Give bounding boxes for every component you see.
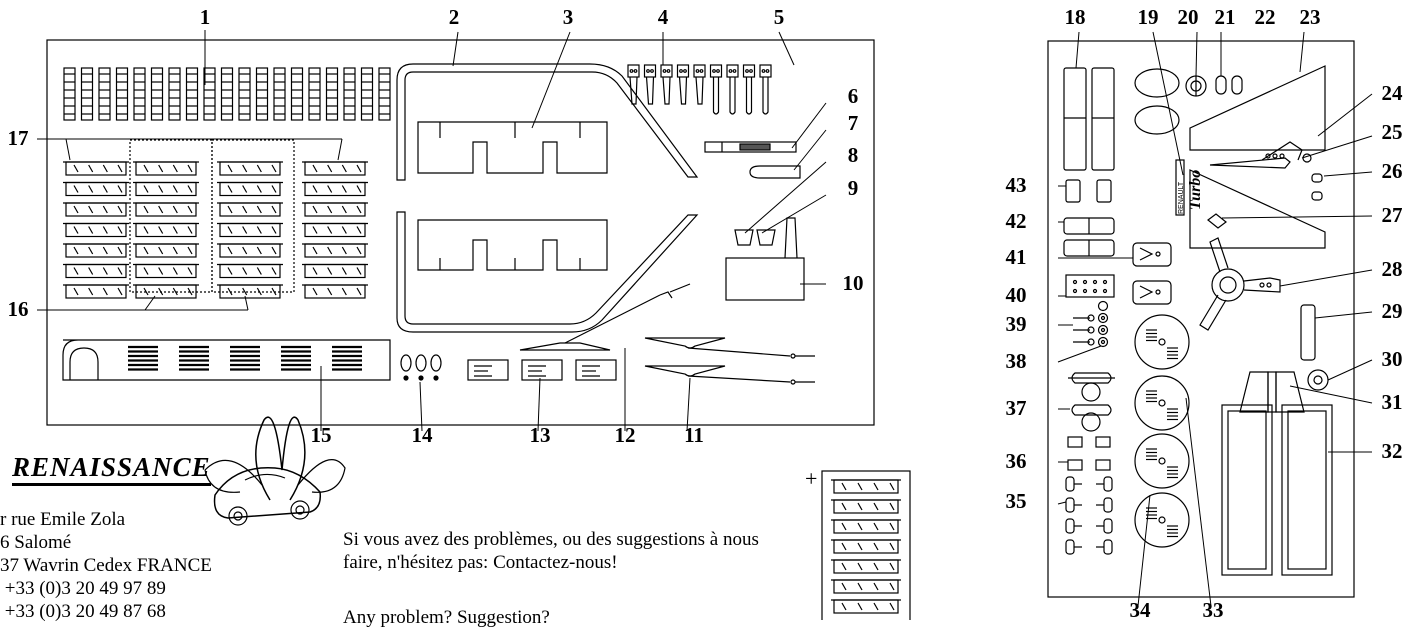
callout-13: 13 xyxy=(530,423,551,447)
callout-9: 9 xyxy=(848,176,859,200)
callout-24: 24 xyxy=(1382,81,1404,105)
callout-32: 32 xyxy=(1382,439,1403,463)
brand-name: RENAISSANCE xyxy=(12,452,211,486)
renaissance-logo xyxy=(204,416,346,526)
part-20-oval-b xyxy=(1134,105,1180,135)
callout-17: 17 xyxy=(8,126,29,150)
part-42-tabs xyxy=(1063,217,1115,257)
detail-strip-box: + xyxy=(805,466,911,620)
part-16-dotted-group-b xyxy=(211,139,295,293)
left-fret-sheet xyxy=(46,39,875,426)
part-43-tabs xyxy=(1065,179,1112,203)
callout-36: 36 xyxy=(1006,449,1027,473)
callout-5: 5 xyxy=(774,5,785,29)
part-26-pins xyxy=(1311,173,1323,201)
callout-21: 21 xyxy=(1215,5,1236,29)
callout-6: 6 xyxy=(848,84,859,108)
callout-leaders xyxy=(37,30,1373,607)
part-8-tab xyxy=(734,229,754,246)
part-19-badges: RENAULT Turbo xyxy=(1175,159,1204,216)
callout-31: 31 xyxy=(1382,390,1403,414)
part-17-ladder-panels xyxy=(63,161,368,299)
part-7-loop xyxy=(749,165,801,179)
part-40-plate xyxy=(1065,274,1115,298)
callout-26: 26 xyxy=(1382,159,1403,183)
part-32-panels xyxy=(1221,404,1333,576)
part-24-lever xyxy=(1209,141,1312,169)
part-37-brackets xyxy=(1068,372,1115,432)
part-13-plates xyxy=(467,359,617,381)
callout-30: 30 xyxy=(1382,347,1403,371)
part-4-5-hinges xyxy=(627,64,772,115)
callout-40: 40 xyxy=(1006,283,1027,307)
part-41-clips xyxy=(1132,242,1172,305)
callout-2: 2 xyxy=(449,5,460,29)
part-23-wedge xyxy=(1189,65,1326,151)
part-33-34-discs xyxy=(1134,314,1190,548)
callout-11: 11 xyxy=(684,423,704,447)
callout-1: 1 xyxy=(200,5,211,29)
part-23-wedge-lower xyxy=(1189,169,1326,249)
callout-25: 25 xyxy=(1382,120,1403,144)
callout-12: 12 xyxy=(615,423,636,447)
part-9-tab xyxy=(756,229,776,246)
badge-renault-text: RENAULT xyxy=(1178,181,1185,214)
part-38-39-knobs xyxy=(1073,300,1109,348)
part-6-bar xyxy=(704,141,797,153)
part-15-grille-strip xyxy=(62,339,391,381)
contact-text-english: Any problem? Suggestion? xyxy=(343,607,550,628)
callout-10: 10 xyxy=(843,271,864,295)
part-36-tabs xyxy=(1067,436,1111,471)
callout-27: 27 xyxy=(1382,203,1403,227)
part-10-box xyxy=(725,217,805,301)
callout-34: 34 xyxy=(1130,598,1152,620)
callout-16: 16 xyxy=(8,297,29,321)
part-30-clip xyxy=(1307,369,1329,391)
part-20-ovals xyxy=(1134,68,1180,98)
part-22-switches xyxy=(1215,75,1243,95)
part-3-floor-panel-lower xyxy=(417,219,608,271)
part-18-panels xyxy=(1063,67,1115,171)
callout-15: 15 xyxy=(311,423,332,447)
brand-address: r rue Emile Zola 6 Salomé 37 Wavrin Cede… xyxy=(0,509,212,622)
part-27-diamond xyxy=(1207,213,1227,229)
callout-3: 3 xyxy=(563,5,574,29)
part-21-knob xyxy=(1185,75,1207,97)
callout-7: 7 xyxy=(848,111,859,135)
callout-23: 23 xyxy=(1300,5,1321,29)
callout-41: 41 xyxy=(1006,245,1027,269)
part-2-frame-lower xyxy=(396,211,699,333)
part-35-clips xyxy=(1065,476,1113,555)
detail-plus-mark: + xyxy=(805,466,817,491)
callout-22: 22 xyxy=(1255,5,1276,29)
callout-37: 37 xyxy=(1006,396,1027,420)
callout-35: 35 xyxy=(1006,489,1027,513)
callout-8: 8 xyxy=(848,143,859,167)
callout-28: 28 xyxy=(1382,257,1403,281)
callout-39: 39 xyxy=(1006,312,1027,336)
callout-20: 20 xyxy=(1178,5,1199,29)
part-28-spider xyxy=(1199,237,1281,331)
part-3-floor-panel-upper xyxy=(417,121,608,174)
part-12-wiper xyxy=(519,283,691,351)
callout-18: 18 xyxy=(1065,5,1086,29)
part-1-strips xyxy=(63,67,391,121)
callout-14: 14 xyxy=(412,423,434,447)
badge-turbo-text: Turbo xyxy=(1187,170,1204,210)
callout-4: 4 xyxy=(658,5,669,29)
part-11-wipers xyxy=(644,337,815,385)
callout-19: 19 xyxy=(1138,5,1159,29)
part-2-frame xyxy=(396,63,699,181)
callout-33: 33 xyxy=(1203,598,1224,620)
callout-38: 38 xyxy=(1006,349,1027,373)
part-29-plate xyxy=(1300,304,1316,361)
callout-29: 29 xyxy=(1382,299,1403,323)
callout-42: 42 xyxy=(1006,209,1027,233)
part-14-hooks xyxy=(400,354,442,381)
contact-text-french: Si vous avez des problèmes, ou des sugge… xyxy=(343,529,759,573)
right-fret-sheet xyxy=(1047,40,1355,598)
callout-43: 43 xyxy=(1006,173,1027,197)
